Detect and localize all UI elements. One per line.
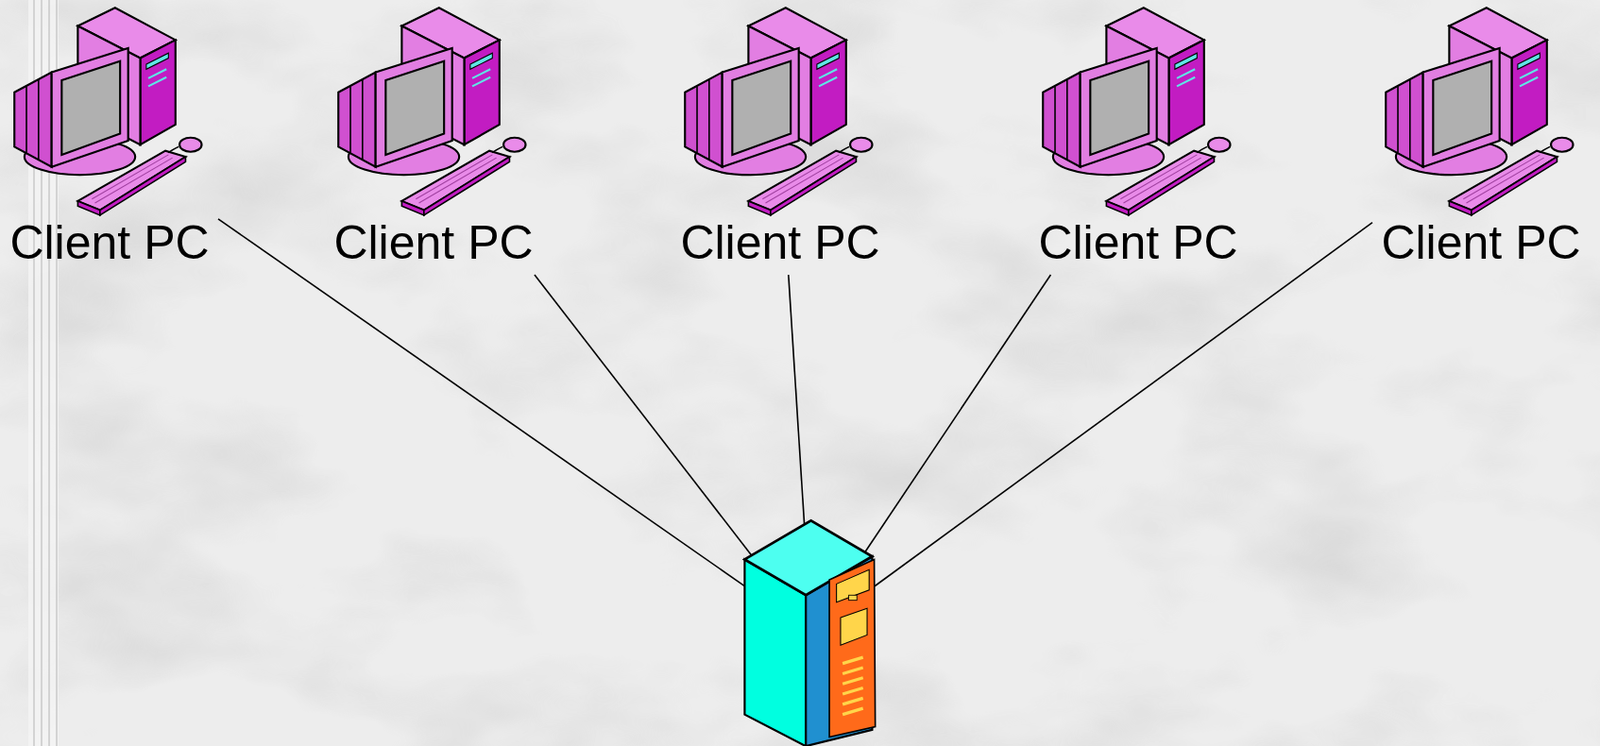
pc-icon: [332, 3, 536, 218]
network-link: [218, 219, 746, 587]
client-pc: Client PC: [1372, 3, 1590, 270]
client-pc: Client PC: [1029, 3, 1247, 270]
server-icon: [739, 515, 883, 746]
server: [739, 515, 883, 746]
node-label: Client PC: [1372, 217, 1590, 270]
node-label: Client PC: [0, 217, 219, 270]
client-pc: Client PC: [0, 3, 219, 270]
node-label: Client PC: [1029, 217, 1247, 270]
pc-icon: [1379, 3, 1583, 218]
network-link: [874, 222, 1373, 587]
node-label: Client PC: [671, 217, 889, 270]
pc-icon: [679, 3, 883, 218]
network-link: [534, 274, 752, 556]
network-link: [864, 274, 1051, 554]
node-label: Client PC: [324, 217, 543, 270]
client-pc: Client PC: [324, 3, 543, 270]
network-link: [788, 274, 805, 525]
pc-icon: [1037, 3, 1241, 218]
client-pc: Client PC: [671, 3, 889, 270]
pc-icon: [8, 3, 212, 218]
